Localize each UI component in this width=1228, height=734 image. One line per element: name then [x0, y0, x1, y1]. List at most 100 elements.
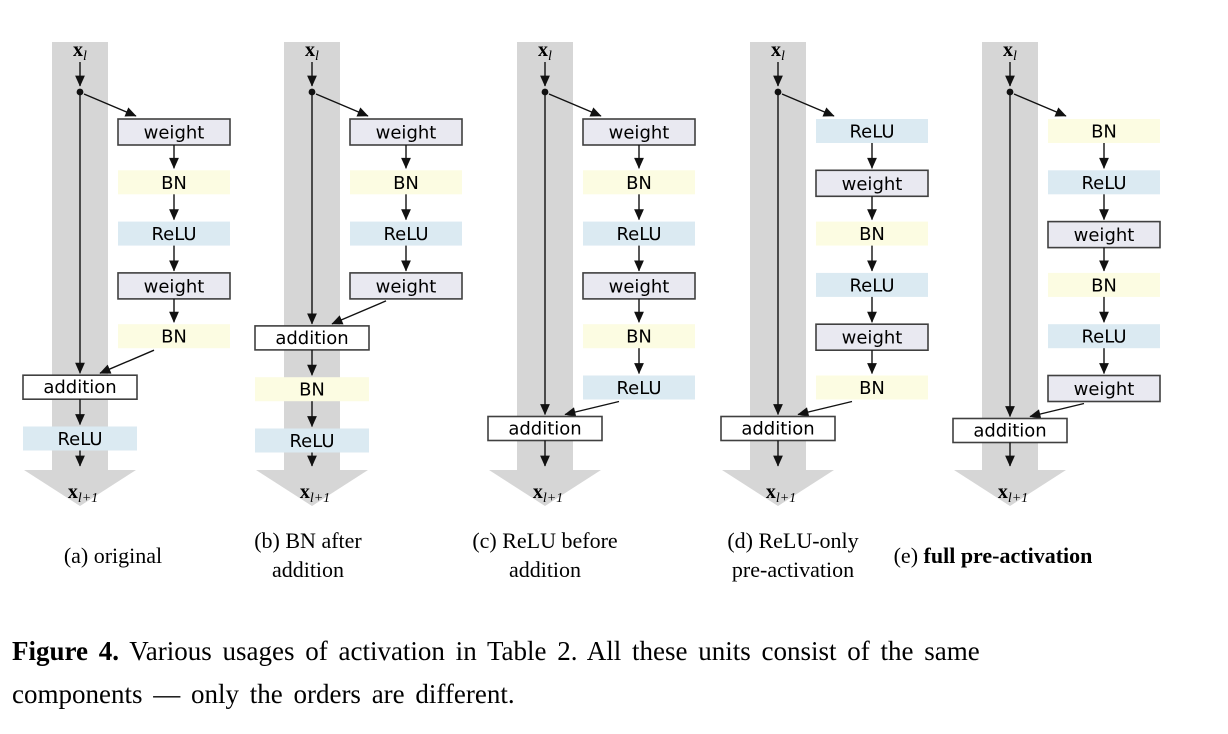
bn-block [255, 377, 369, 402]
branch-split-arrow [1013, 93, 1067, 117]
shortcut-arrowhead [489, 470, 601, 506]
bn-label: BN [859, 378, 885, 399]
weight-label: weight [842, 174, 903, 195]
input-label: xl [73, 39, 87, 64]
sub-caption-d: (d) ReLU-only pre-activation [643, 518, 943, 592]
sub-caption-e: (e) full pre-activation [843, 518, 1143, 592]
weight-label: weight [609, 123, 670, 144]
output-label: xl+1 [68, 481, 98, 506]
bn-label: BN [161, 173, 187, 194]
bn-block [583, 324, 695, 349]
relu-label: ReLU [1081, 173, 1126, 194]
input-label: xl [771, 39, 785, 64]
sub-caption-text: addition [508, 557, 582, 582]
weight-label: weight [144, 123, 205, 144]
relu-block [816, 272, 928, 297]
bn-label: BN [859, 224, 885, 245]
relu-label: ReLU [849, 122, 894, 143]
relu-block [583, 375, 695, 400]
weight-block [349, 272, 463, 300]
branch-merge-arrow [99, 349, 155, 374]
bn-block [118, 324, 230, 349]
output-label: xl+1 [533, 481, 563, 506]
bn-block [350, 170, 462, 195]
sub-caption-text: (e) [893, 542, 924, 568]
relu-label: ReLU [289, 431, 334, 452]
weight-label: weight [842, 328, 903, 349]
sub-caption-text: (c) ReLU before [472, 528, 618, 553]
bn-block [1048, 272, 1160, 297]
bn-block [816, 375, 928, 400]
sub-caption-a: (a) original [0, 518, 263, 592]
relu-label: ReLU [849, 275, 894, 296]
weight-block [1047, 374, 1161, 403]
sub-caption-text: (d) ReLU-only [727, 528, 859, 553]
weight-block [117, 272, 231, 300]
addition-block [22, 374, 138, 401]
relu-block [1048, 170, 1160, 195]
addition-block [254, 325, 370, 351]
branch-merge-arrow [797, 400, 853, 417]
weight-block [582, 118, 696, 146]
branch-split-arrow [83, 93, 137, 117]
relu-label: ReLU [616, 224, 661, 245]
relu-label: ReLU [383, 224, 428, 245]
bn-block [1048, 119, 1160, 143]
relu-label: ReLU [1081, 327, 1126, 348]
bn-label: BN [626, 173, 652, 194]
shortcut-arrowhead [24, 470, 136, 506]
addition-block [952, 417, 1068, 444]
addition-label: addition [973, 421, 1046, 442]
relu-block [23, 426, 137, 451]
relu-block [118, 221, 230, 246]
output-label: xl+1 [998, 481, 1028, 506]
branch-split-arrow [781, 93, 835, 117]
branch-split-arrow [315, 93, 369, 117]
figure-caption-label: Figure 4. [12, 636, 119, 666]
weight-label: weight [609, 276, 670, 297]
input-label: xl [1003, 39, 1017, 64]
shortcut-arrowhead [954, 470, 1066, 506]
addition-label: addition [508, 419, 581, 440]
weight-block [117, 118, 231, 146]
bn-label: BN [1091, 122, 1117, 143]
figure-caption-line1: Various usages of activation in Table 2.… [129, 636, 980, 666]
weight-block [582, 272, 696, 300]
branch-merge-arrow [331, 300, 387, 325]
shortcut-arrowhead [722, 470, 834, 506]
relu-block [350, 221, 462, 246]
bn-label: BN [299, 380, 325, 401]
relu-block [583, 221, 695, 246]
bn-block [583, 170, 695, 195]
bn-label: BN [393, 173, 419, 194]
sub-caption-text: addition [271, 557, 345, 582]
relu-block [816, 119, 928, 143]
weight-block [815, 323, 929, 352]
bn-label: BN [1091, 275, 1117, 296]
sub-caption-text: full pre-activation [923, 542, 1093, 568]
bn-block [816, 221, 928, 246]
addition-label: addition [741, 419, 814, 440]
relu-label: ReLU [57, 429, 102, 450]
branch-merge-arrow [1029, 402, 1085, 419]
weight-label: weight [1074, 379, 1135, 400]
bn-label: BN [161, 327, 187, 348]
input-label: xl [305, 39, 319, 64]
output-label: xl+1 [300, 481, 330, 506]
addition-block [487, 415, 603, 442]
weight-label: weight [1074, 225, 1135, 246]
weight-label: weight [144, 276, 205, 297]
relu-block [1048, 324, 1160, 349]
sub-caption-text: pre-activation [731, 557, 855, 582]
output-label: xl+1 [766, 481, 796, 506]
input-label: xl [538, 39, 552, 64]
relu-label: ReLU [151, 224, 196, 245]
bn-block [118, 170, 230, 195]
